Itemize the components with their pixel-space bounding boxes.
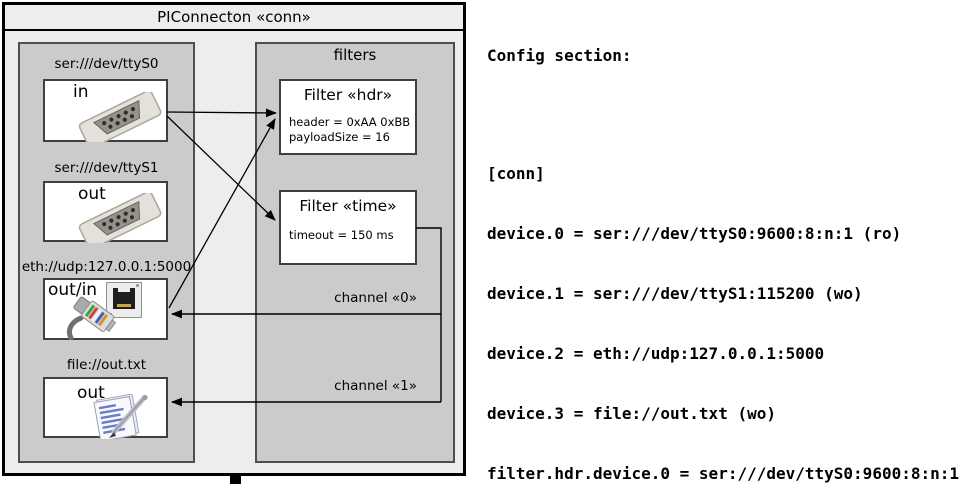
serial-connector-icon xyxy=(78,193,162,243)
ethernet-plug-icon xyxy=(66,296,117,340)
config-line: device.0 = ser:///dev/ttyS0:9600:8:n:1 (… xyxy=(487,224,902,243)
device-mode-label: in xyxy=(73,82,89,102)
config-section: Config section: [conn] device.0 = ser://… xyxy=(487,6,964,484)
device-node-file: out xyxy=(43,377,168,439)
config-line: device.2 = eth://udp:127.0.0.1:5000 xyxy=(487,344,825,363)
filters-panel-title: filters xyxy=(333,46,377,64)
frame-bottom-notch xyxy=(230,476,241,484)
device-mode-label: out/in xyxy=(48,280,98,300)
filter-node-hdr: Filter «hdr» header = 0xAA 0xBB payloadS… xyxy=(279,79,417,155)
filter-title: Filter «time» xyxy=(299,197,397,215)
config-blank-line xyxy=(487,106,964,124)
diagram-title: PIConnecton «conn» xyxy=(157,8,311,26)
config-line: device.3 = file://out.txt (wo) xyxy=(487,404,776,423)
title-separator xyxy=(5,29,463,31)
device-mode-label: out xyxy=(78,184,106,204)
filter-title: Filter «hdr» xyxy=(303,86,393,104)
config-heading: Config section: xyxy=(487,46,632,65)
filter-prop: payloadSize = 16 xyxy=(289,129,390,144)
notepad-icon xyxy=(93,394,148,439)
device-label-ttys1: ser:///dev/ttyS1 xyxy=(54,160,159,176)
device-node-eth: out/in xyxy=(43,278,168,340)
config-line: device.1 = ser:///dev/ttyS1:115200 (wo) xyxy=(487,284,863,303)
filter-node-time: Filter «time» timeout = 150 ms xyxy=(279,190,417,265)
config-line: [conn] xyxy=(487,164,545,183)
device-node-ttys0: in xyxy=(43,79,168,142)
channel-label-1: channel «1» xyxy=(334,378,417,394)
filter-prop: timeout = 150 ms xyxy=(289,228,394,242)
device-node-ttys1: out xyxy=(43,181,168,243)
device-mode-label: out xyxy=(77,383,105,403)
config-line: filter.hdr.device.0 = ser:///dev/ttyS0:9… xyxy=(487,464,960,483)
device-label-file: file://out.txt xyxy=(66,357,147,373)
channel-label-0: channel «0» xyxy=(334,290,417,306)
serial-connector-icon xyxy=(78,92,162,142)
device-label-eth: eth://udp:127.0.0.1:5000 xyxy=(21,259,192,275)
filter-prop: header = 0xAA 0xBB xyxy=(289,115,411,129)
ethernet-jack-icon xyxy=(106,282,142,318)
device-label-ttys0: ser:///dev/ttyS0 xyxy=(54,56,159,72)
